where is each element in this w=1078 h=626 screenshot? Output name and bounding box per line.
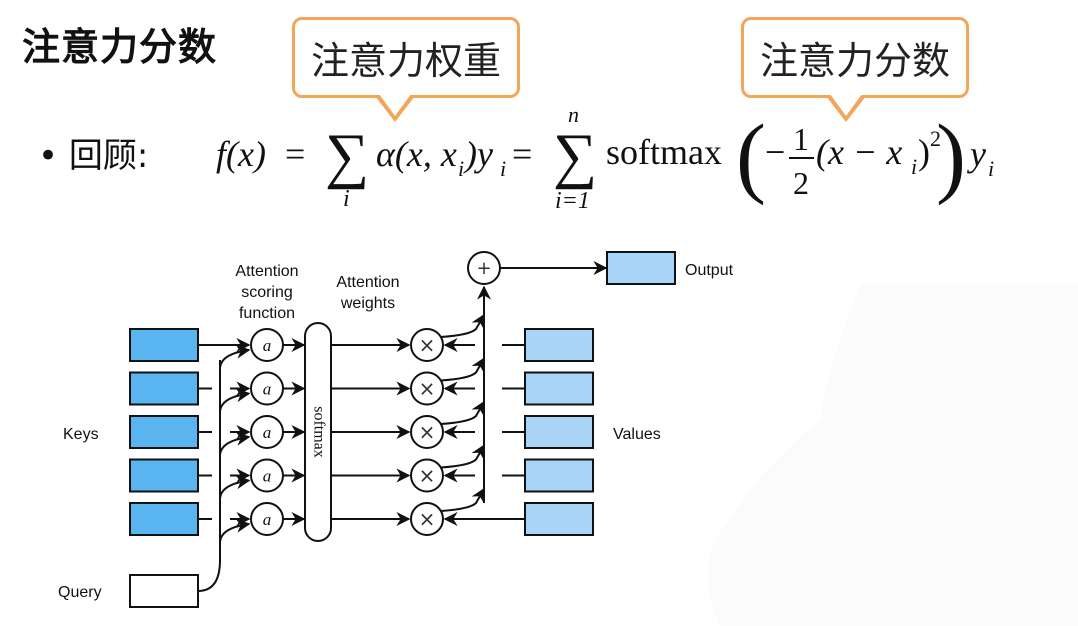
paren-sub: i	[911, 154, 917, 179]
query-branch-arrow	[219, 475, 251, 500]
multiply-node-label: ×	[419, 377, 436, 401]
key-box	[129, 328, 199, 362]
product-arrow	[440, 400, 485, 425]
score-node-label: a	[263, 467, 272, 486]
sum1-subscript: i	[343, 186, 350, 212]
query-trunk-line	[197, 360, 221, 592]
label-scoring-3: function	[239, 305, 295, 322]
score-node-label: a	[263, 423, 272, 442]
query-branch-arrow	[219, 344, 251, 370]
key-box	[129, 502, 199, 536]
sum2-superscript: n	[568, 102, 579, 127]
multiply-node-label: ×	[419, 464, 436, 488]
formula-lhs: f(x)	[216, 134, 266, 174]
formula: f(x) = ∑ i α(x, x i )y i = ∑ n i=1 softm…	[216, 102, 994, 214]
multiply-node-label: ×	[419, 420, 436, 444]
multiply-node	[410, 502, 444, 536]
product-arrow	[440, 357, 485, 382]
paren-term: (x − x	[816, 132, 902, 172]
y-sub: i	[988, 156, 994, 181]
value-box	[524, 458, 594, 493]
softmax-label: softmax	[310, 406, 327, 458]
multiply-node	[410, 458, 444, 493]
score-node-label: a	[263, 336, 272, 355]
label-scoring-2: scoring	[241, 284, 293, 301]
formula-equals-2: =	[512, 134, 532, 174]
label-scoring-1: Attention	[235, 263, 298, 280]
softmax-text: softmax	[606, 132, 722, 172]
multiply-node	[410, 371, 444, 406]
term1-sub: i	[458, 156, 464, 181]
score-node-label: a	[263, 510, 272, 529]
recap-label: • 回顾:	[38, 136, 149, 176]
product-arrow	[440, 444, 485, 469]
paren-close-small: )	[918, 132, 930, 172]
query-branch-arrow	[219, 388, 251, 413]
multiply-node	[410, 415, 444, 449]
label-weights-2: weights	[340, 295, 395, 312]
sum-node-label: +	[476, 258, 491, 279]
power: 2	[930, 126, 941, 151]
value-box	[524, 328, 594, 362]
output-box	[606, 251, 676, 285]
attention-diagram: Attention scoring function Attention wei…	[58, 251, 1078, 626]
sum-symbol-1: ∑	[325, 122, 369, 190]
background-shape	[707, 285, 1078, 626]
product-arrow	[440, 313, 485, 338]
value-box	[524, 502, 594, 536]
multiply-node-label: ×	[419, 333, 436, 357]
label-keys: Keys	[63, 426, 99, 443]
paren-close: )	[936, 107, 966, 206]
label-query: Query	[58, 584, 102, 601]
label-weights-1: Attention	[336, 274, 399, 291]
multiply-node-label: ×	[419, 507, 436, 531]
sum2-subscript: i=1	[555, 188, 590, 214]
score-node-label: a	[263, 380, 272, 399]
label-values: Values	[613, 426, 661, 443]
product-arrow	[440, 487, 485, 512]
multiply-node	[410, 328, 444, 362]
slide-title: 注意力分数	[22, 25, 218, 69]
key-box	[129, 458, 199, 493]
key-box	[129, 415, 199, 449]
value-box	[524, 415, 594, 449]
term1: α(x, x	[376, 134, 457, 174]
query-branch-arrow	[219, 518, 251, 544]
callout-attention-weights: 注意力权重	[292, 17, 520, 122]
term1-tail: )y	[463, 134, 493, 174]
sum-symbol-2: ∑	[553, 122, 597, 190]
value-box	[524, 371, 594, 406]
formula-equals-1: =	[285, 134, 305, 174]
y-term: y	[967, 134, 986, 174]
frac-denominator: 2	[793, 165, 809, 201]
frac-numerator: 1	[793, 121, 809, 157]
label-output: Output	[685, 262, 734, 279]
query-branch-arrow	[219, 431, 251, 457]
query-box	[129, 574, 199, 608]
term1-tail-sub: i	[500, 156, 506, 181]
neg-sign: −	[765, 132, 785, 172]
key-box	[129, 371, 199, 406]
paren-open: (	[736, 107, 766, 206]
callout-attention-scores: 注意力分数	[741, 17, 969, 122]
